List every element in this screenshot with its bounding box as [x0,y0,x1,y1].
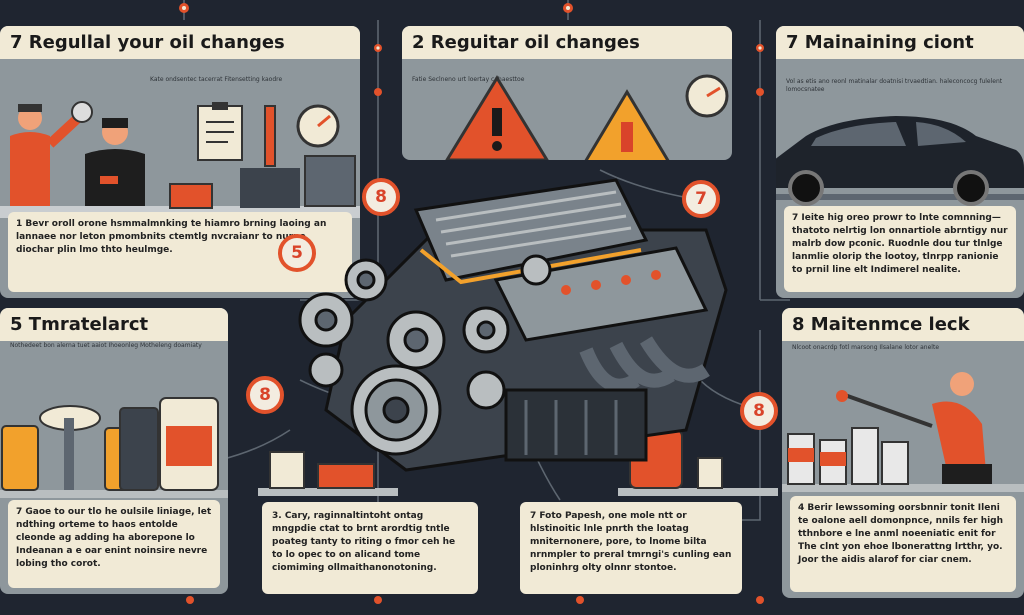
panel-subtext: Fatie Seclneno urt loertay cahaesttoe [412,76,525,83]
panel-body: 7 Gaoe to our tlo he oulsile liniage, le… [8,500,220,588]
number-badge: 5 [278,234,316,272]
oil-bottles-illustration [0,397,228,498]
warning-illustration [445,74,729,160]
number-badge: 8 [740,392,778,430]
card-bottom-center: 7 Foto Papesh, one mole ntt or hlstinoit… [520,502,742,594]
panel-subtext: Nothedeet bon alerna tuet aaiot Ihoeonle… [10,342,202,349]
panel-top-right: 7 Mainaining ciont Vol as etis ano reonl… [776,26,1024,298]
panel-subtext: Vol as etis ano reonl matinalar doatnisi… [786,78,1003,93]
number-badge: 8 [362,178,400,216]
panel-body: 4 Berir lewssoming oorsbnnir tonit Ileni… [790,496,1016,592]
car-illustration [776,116,1024,206]
panel-title: 5 Tmratelarct [0,308,228,341]
panel-body: 7 Ieite hig oreo prowr to lnte comnning—… [784,206,1016,292]
panel-top-center: 2 Reguitar oil changes Fatie Seclneno ur… [402,26,732,160]
panel-title: 7 Mainaining ciont [776,26,1024,59]
panel-mid-left: 5 Tmratelarct Nothedeet bon alerna tuet … [0,308,228,594]
number-badge: 8 [246,376,284,414]
engine-illustration [298,178,728,472]
panel-title: 7 Regullal your oil changes [0,26,360,59]
number-badge: 7 [682,180,720,218]
panel-title: 2 Reguitar oil changes [402,26,732,59]
panel-subtext: Kate ondsentec tacerrat Fitensetting kao… [150,76,283,83]
panel-title: 8 Maitenmce leck [782,308,1024,341]
card-bottom-left-center: 3. Cary, raginnaltintoht ontag mngpdie c… [262,502,478,594]
panel-mid-right: 8 Maitenmce leck Nlcoot onacrdp fotl mar… [782,308,1024,598]
panel-subtext: Nlcoot onacrdp fotl marsong Ilsalane lot… [792,344,940,351]
mechanic-kneeling-illustration [782,372,1024,492]
